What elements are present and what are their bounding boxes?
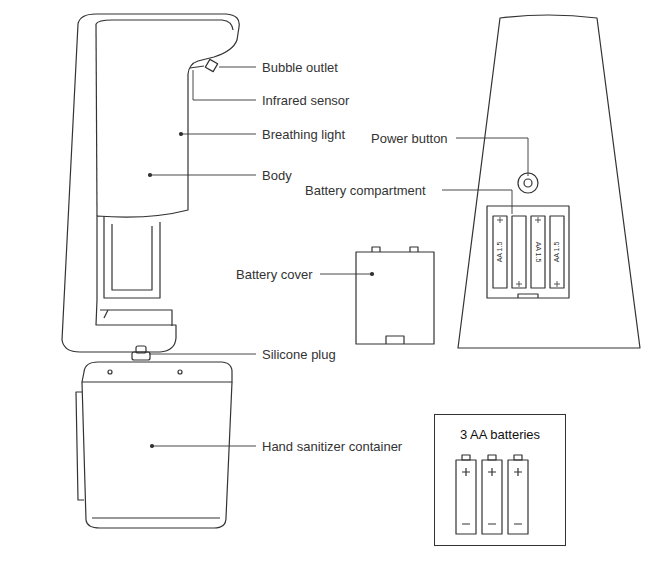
aa-battery: [482, 455, 502, 534]
battery-marking: AA 1.5: [496, 242, 504, 263]
part-label: Breathing light: [262, 127, 345, 142]
aa-battery: [508, 455, 528, 534]
window-inner: [112, 224, 152, 290]
part-label: Silicone plug: [262, 347, 336, 362]
container-body: [82, 382, 232, 528]
window-inner: [104, 216, 160, 298]
leader-dot: [149, 174, 152, 177]
battery-slot: [512, 216, 526, 288]
container-hole: [108, 370, 112, 374]
power-button: [524, 179, 532, 187]
part-label: Battery compartment: [305, 183, 426, 198]
battery-slot: [493, 216, 507, 288]
bubble-outlet: [205, 59, 217, 71]
part-label: Body: [262, 168, 292, 183]
power-button: [518, 173, 538, 193]
container-top: [82, 362, 232, 382]
part-label: Battery cover: [236, 267, 313, 282]
leader-line: [181, 134, 256, 135]
container-step: [76, 392, 84, 500]
part-label: Hand sanitizer container: [262, 439, 402, 454]
battery-marking: AA 1.5: [534, 242, 542, 263]
leader-line: [193, 70, 256, 100]
aa-battery: [456, 455, 476, 534]
battery-compartment: [487, 206, 569, 298]
leader-dot: [371, 273, 374, 276]
battery-slot: [531, 216, 545, 288]
leader-line: [150, 175, 256, 176]
leader-line: [152, 446, 256, 447]
polarity-symbol: [497, 217, 560, 287]
cover-latch: [386, 336, 404, 344]
part-label: Power button: [371, 131, 448, 146]
battery-box: 3 AA batteries: [434, 414, 566, 546]
part-label: Infrared sensor: [262, 93, 349, 108]
leader-line: [149, 354, 256, 355]
container-rim: [92, 517, 220, 518]
leader-line: [456, 138, 528, 176]
window-tray: [104, 310, 108, 318]
leader-line: [219, 67, 256, 68]
compartment-clip: [518, 294, 538, 298]
part-label: Bubble outlet: [262, 60, 338, 75]
box-heading: 3 AA batteries: [435, 415, 565, 442]
device-back: [458, 15, 640, 348]
battery-cover: [356, 252, 434, 344]
battery-marking: AA 1.5: [553, 242, 561, 263]
dispenser-body: [62, 14, 239, 352]
sensor-mark: [190, 66, 204, 68]
battery-slot: [550, 216, 564, 288]
leader-dot: [180, 133, 183, 136]
lid-edge: [96, 20, 233, 30]
leader-line: [320, 274, 372, 275]
container-hole: [178, 370, 182, 374]
body-front: [96, 24, 97, 216]
cover-tab: [372, 247, 418, 252]
silicone-plug: [136, 346, 146, 353]
window-tray: [100, 310, 172, 326]
leader-dot: [151, 445, 154, 448]
